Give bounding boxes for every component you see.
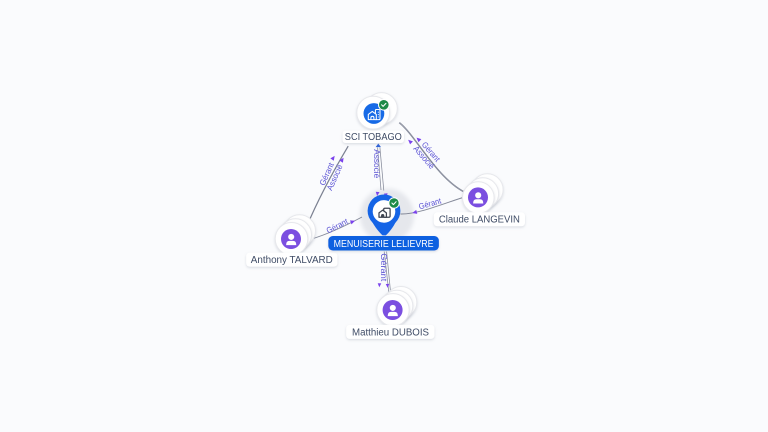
- svg-text:Anthony TALVARD: Anthony TALVARD: [251, 255, 333, 266]
- svg-text:Associé: Associé: [372, 149, 382, 178]
- svg-text:SCI TOBAGO: SCI TOBAGO: [345, 132, 402, 143]
- svg-text:Gérant: Gérant: [379, 253, 389, 282]
- svg-text:MENUISERIE LELIEVRE: MENUISERIE LELIEVRE: [334, 238, 434, 250]
- svg-text:Matthieu DUBOIS: Matthieu DUBOIS: [352, 327, 429, 338]
- svg-text:Claude LANGEVIN: Claude LANGEVIN: [439, 215, 520, 226]
